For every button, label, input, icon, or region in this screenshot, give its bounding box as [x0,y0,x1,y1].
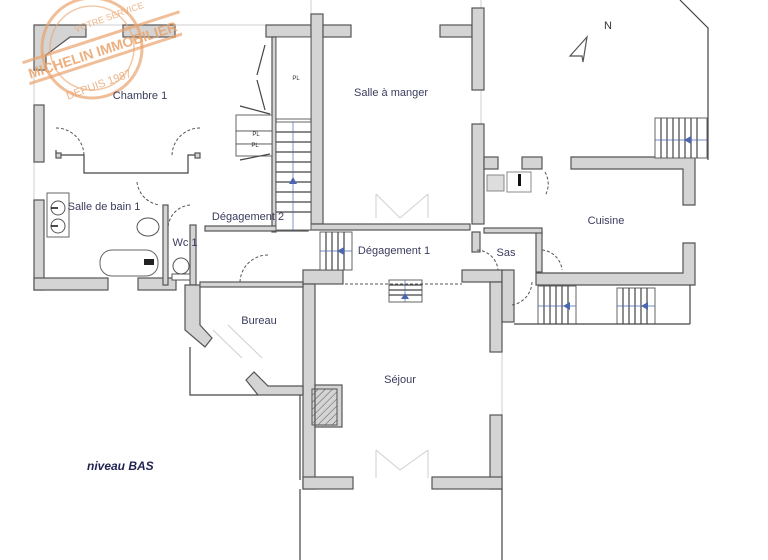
room-label-salle-de-bain-1: Salle de bain 1 [67,201,141,213]
closet-label: PL [292,76,300,82]
right-outline [679,0,709,160]
north-label: N [604,20,612,32]
closet-label: PL [252,132,260,138]
level-label: niveau BAS [87,459,154,473]
agency-watermark: MICHELIN IMMOBILIER VOTRE SERVICE DEPUIS… [22,0,182,103]
room-label-chambre-1: Chambre 1 [112,90,168,102]
room-label-degagement-2: Dégagement 2 [211,211,285,223]
room-label-wc-1: Wc 1 [172,237,198,249]
watermark-line1: VOTRE SERVICE [73,0,145,34]
fireplace-hatch [311,388,338,426]
french-doors [212,193,429,478]
lower-outline [189,347,503,560]
bathroom-fixtures [46,171,532,281]
room-label-salle-a-manger: Salle à manger [354,87,428,99]
stairs [275,117,708,325]
stair-treads-main [276,122,311,230]
north-arrow-icon [568,35,588,63]
closet-label: PL [251,143,259,149]
room-label-degagement-1: Dégagement 1 [357,245,431,257]
room-label-sas: Sas [496,247,516,259]
walls [33,7,696,490]
room-label-bureau: Bureau [241,315,277,327]
closets [235,36,312,161]
watermark-line2: MICHELIN IMMOBILIER [26,18,179,81]
door-swings [55,127,563,306]
room-label-cuisine: Cuisine [587,215,625,227]
room-label-sejour: Séjour [384,374,416,386]
